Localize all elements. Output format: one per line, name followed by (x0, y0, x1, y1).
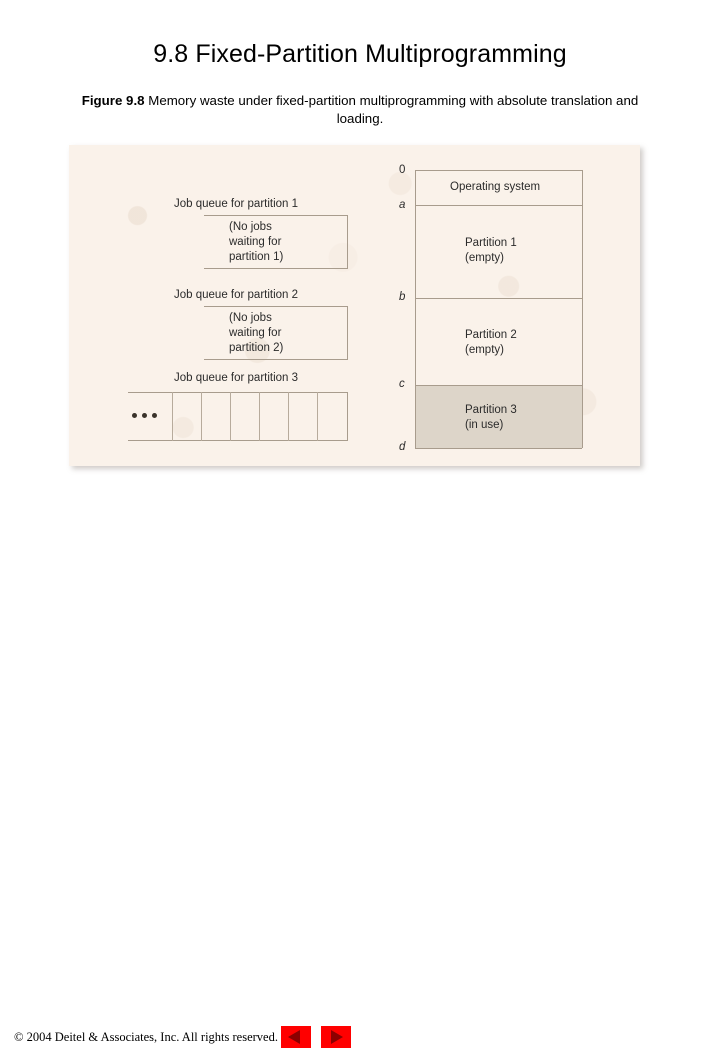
figure-caption-label: Figure 9.8 (81, 93, 145, 108)
memory-block-label: Partition 1 (465, 237, 517, 249)
job-queue-3-cell-divider (230, 392, 231, 441)
job-queue-2-note-line: partition 2) (229, 342, 284, 354)
memory-block-partition-2: Partition 2 (empty) (465, 328, 517, 358)
job-queue-1-note-line: (No jobs (229, 221, 272, 233)
memory-boundary-0 (415, 170, 582, 171)
triangle-left-icon (288, 1030, 300, 1044)
job-queue-3-cell-divider (288, 392, 289, 441)
next-slide-button[interactable] (321, 1026, 351, 1048)
job-queue-1-label: Job queue for partition 1 (174, 198, 299, 210)
job-queue-3-cell-divider (259, 392, 260, 441)
page-title: 9.8 Fixed-Partition Multiprogramming (153, 40, 567, 68)
figure-caption: Figure 9.8 Memory waste under fixed-part… (60, 92, 660, 128)
job-queue-1-bottom-rule (204, 268, 348, 269)
triangle-right-icon (331, 1030, 343, 1044)
job-queue-3-bottom-rule (128, 440, 348, 441)
memory-block-label: Partition 3 (465, 404, 517, 416)
job-queue-2-note: (No jobs waiting for partition 2) (229, 311, 283, 356)
job-queue-2-right-rule (347, 306, 348, 360)
job-queue-1-note: (No jobs waiting for partition 1) (229, 220, 283, 265)
job-queue-1-note-line: partition 1) (229, 251, 284, 263)
job-queue-3-top-rule (128, 392, 348, 393)
memory-address-label-c: c (399, 378, 405, 390)
memory-boundary-a (415, 205, 582, 206)
memory-boundary-c (415, 385, 582, 386)
memory-block-label: Partition 2 (465, 329, 517, 341)
job-queue-3-label: Job queue for partition 3 (174, 372, 299, 384)
memory-address-label-0: 0 (399, 164, 406, 176)
job-queue-3-right-rule (347, 392, 348, 441)
job-queue-2-bottom-rule (204, 359, 348, 360)
job-queue-3-cell-divider (317, 392, 318, 441)
job-queue-2-note-line: (No jobs (229, 312, 272, 324)
memory-block-partition-3: Partition 3 (in use) (465, 403, 517, 433)
figure-caption-text: Memory waste under fixed-partition multi… (144, 93, 639, 126)
memory-address-label-a: a (399, 199, 406, 211)
memory-block-state: (in use) (465, 419, 504, 431)
memory-block-label: Operating system (450, 181, 541, 193)
figure-content: Job queue for partition 1 (No jobs waiti… (69, 145, 640, 466)
job-queue-2-label: Job queue for partition 2 (174, 289, 299, 301)
memory-right-rule (582, 170, 583, 448)
memory-address-label-b: b (399, 291, 406, 303)
ellipsis-icon (132, 413, 157, 418)
memory-left-rule (415, 170, 416, 448)
memory-block-partition-3-shading (415, 385, 582, 448)
previous-slide-button[interactable] (281, 1026, 311, 1048)
memory-block-state: (empty) (465, 344, 504, 356)
job-queue-1-top-rule (204, 215, 348, 216)
figure-image: Job queue for partition 1 (No jobs waiti… (69, 145, 640, 466)
job-queue-3-cell-divider (201, 392, 202, 441)
memory-boundary-d (415, 448, 582, 449)
footer: © 2004 Deitel & Associates, Inc. All rig… (0, 512, 720, 1048)
copyright-text: © 2004 Deitel & Associates, Inc. All rig… (14, 1030, 278, 1044)
job-queue-2-top-rule (204, 306, 348, 307)
memory-block-partition-1: Partition 1 (empty) (465, 236, 517, 266)
memory-block-operating-system: Operating system (450, 180, 540, 195)
job-queue-3-cell-divider (172, 392, 173, 441)
memory-block-state: (empty) (465, 252, 504, 264)
job-queue-1-note-line: waiting for (229, 236, 282, 248)
memory-boundary-b (415, 298, 582, 299)
job-queue-1-right-rule (347, 215, 348, 269)
job-queue-2-note-line: waiting for (229, 327, 282, 339)
memory-address-label-d: d (399, 441, 406, 453)
